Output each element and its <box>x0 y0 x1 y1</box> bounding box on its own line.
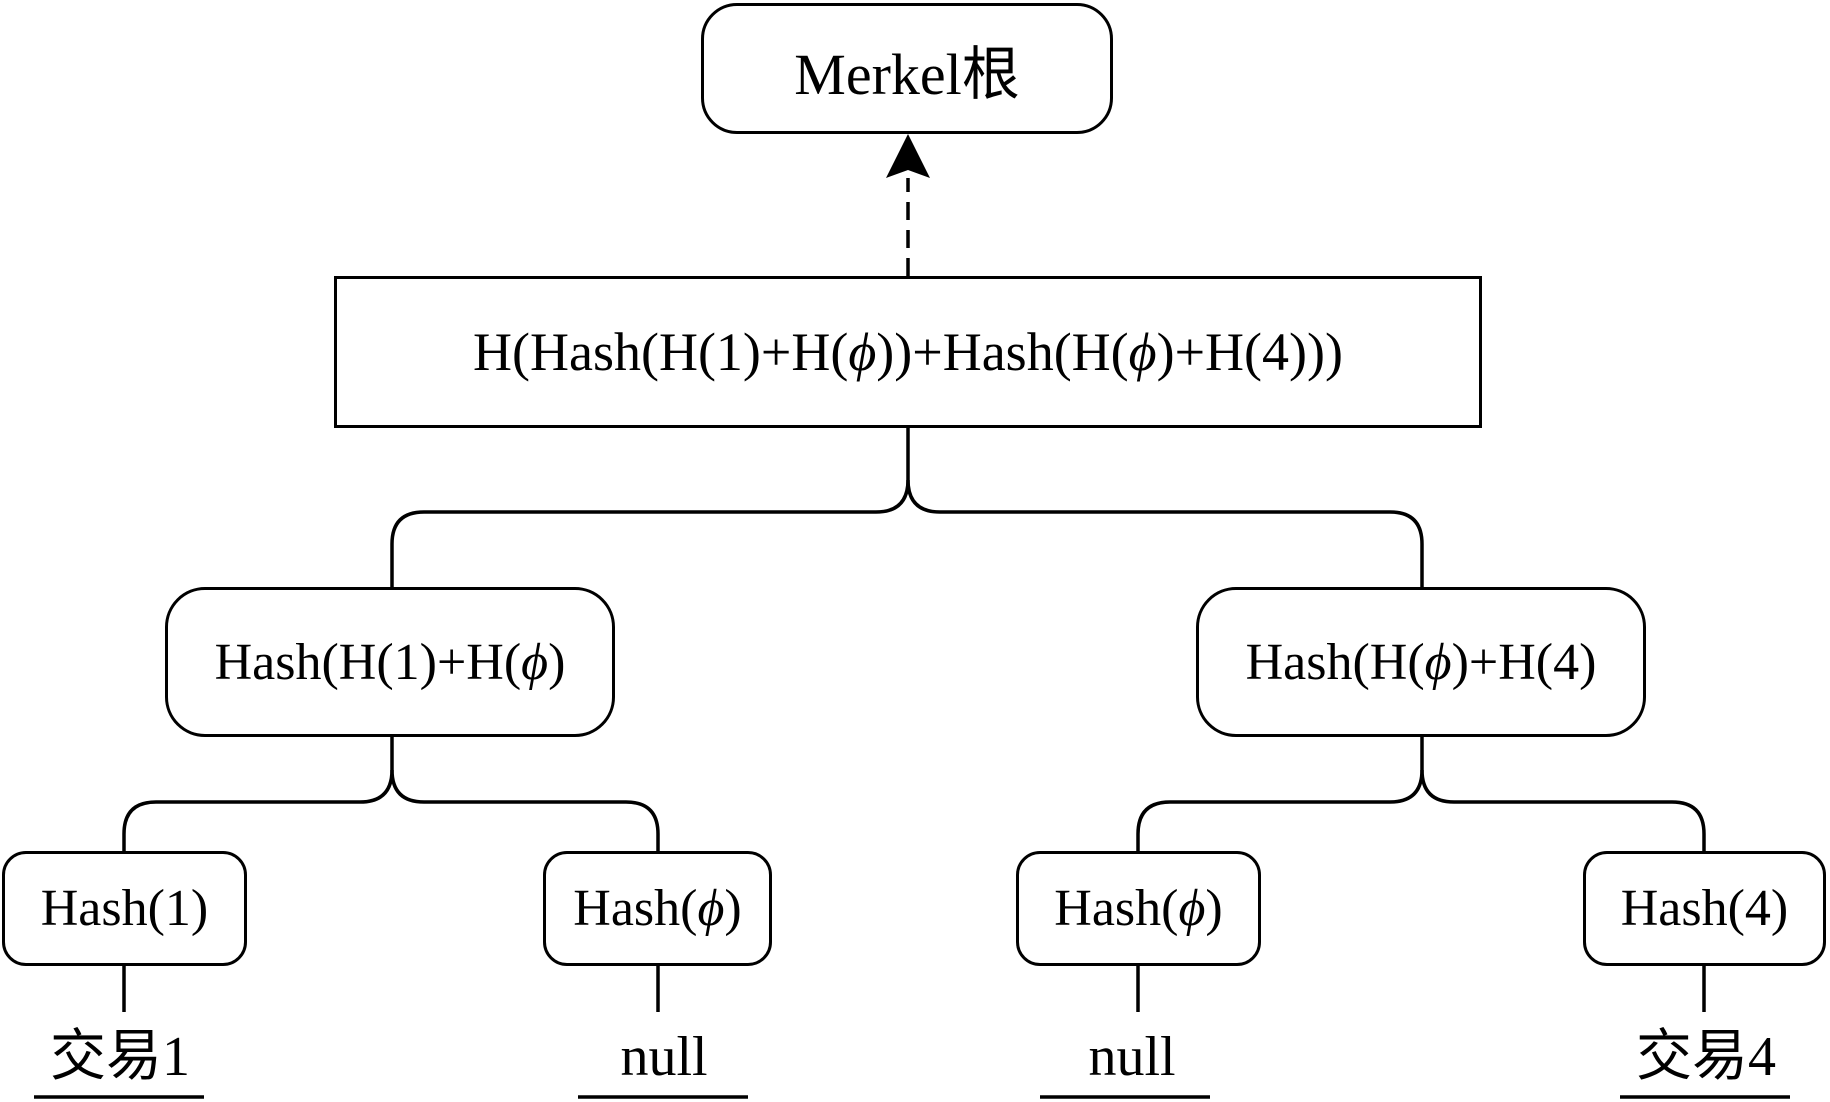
connector-top-left <box>390 428 910 587</box>
connector-rightmid-leaf4 <box>1420 769 1706 851</box>
top-hash-label: H(Hash(H(1)+H(ϕ))+Hash(H(ϕ)+H(4))) <box>473 322 1343 382</box>
left-mid-label: Hash(H(1)+H(ϕ) <box>214 633 566 691</box>
phi-symbol: ϕ <box>1128 322 1157 382</box>
transaction-label-3: null <box>1088 1026 1176 1088</box>
connector-leftmid-leaf2 <box>390 769 660 851</box>
phi-symbol: ϕ <box>1178 880 1206 937</box>
top-hash-node: H(Hash(H(1)+H(ϕ))+Hash(H(ϕ)+H(4))) <box>334 276 1482 428</box>
transaction-label-4: 交易4 <box>1636 1026 1776 1088</box>
leaf-3-label: Hash(ϕ) <box>1054 880 1223 937</box>
connector-top-right <box>906 479 1424 587</box>
leaf-node-1: Hash(1) <box>2 851 247 966</box>
leaf-node-3: Hash(ϕ) <box>1016 851 1261 966</box>
connector-leftmid-leaf1 <box>122 737 394 851</box>
phi-symbol: ϕ <box>1424 633 1452 691</box>
connector-rightmid-leaf3 <box>1136 737 1424 851</box>
leaf-node-2: Hash(ϕ) <box>543 851 772 966</box>
leaf-node-4: Hash(4) <box>1583 851 1826 966</box>
right-mid-label: Hash(H(ϕ)+H(4) <box>1245 633 1597 691</box>
phi-symbol: ϕ <box>697 880 725 937</box>
phi-symbol: ϕ <box>521 633 549 691</box>
leaf-2-label: Hash(ϕ) <box>573 880 742 937</box>
right-mid-node: Hash(H(ϕ)+H(4) <box>1196 587 1646 737</box>
transaction-label-2: null <box>620 1026 708 1088</box>
leaf-1-label: Hash(1) <box>40 880 209 937</box>
phi-symbol: ϕ <box>848 322 877 382</box>
leaf-4-label: Hash(4) <box>1620 880 1789 937</box>
left-mid-node: Hash(H(1)+H(ϕ) <box>165 587 615 737</box>
arrowhead <box>886 134 930 178</box>
merkle-root-label: Merkel根 <box>794 41 1020 107</box>
merkle-root-node: Merkel根 <box>701 3 1113 134</box>
transaction-label-1: 交易1 <box>50 1026 190 1088</box>
